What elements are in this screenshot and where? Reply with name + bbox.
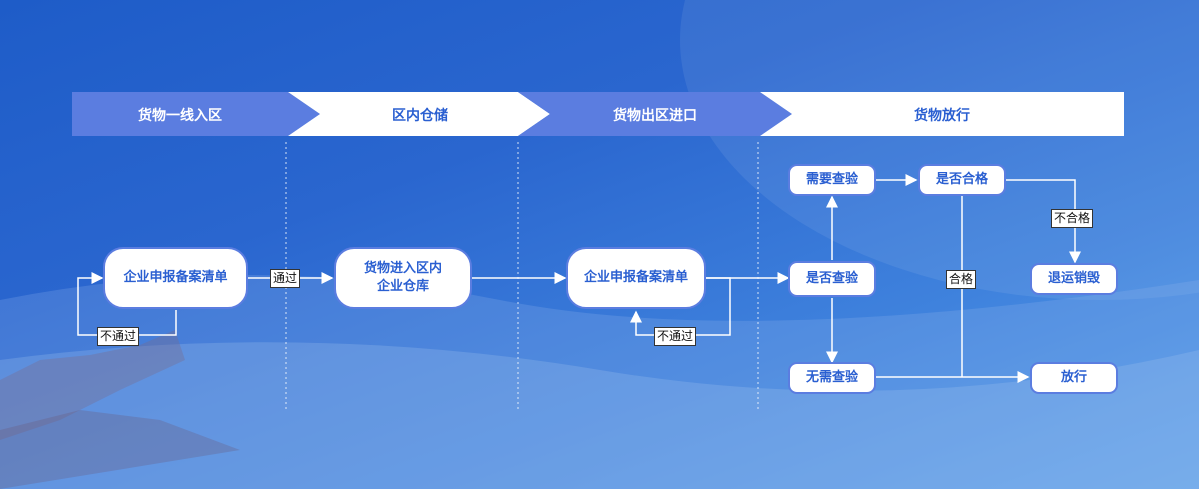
edge-label-pass: 通过: [270, 269, 301, 288]
node-warehouse: 货物进入区内 企业仓库: [334, 247, 472, 309]
edge-label-fail-2: 不通过: [654, 327, 697, 346]
edge-label-fail-1: 不通过: [97, 327, 140, 346]
stage-label-2: 区内仓储: [392, 108, 448, 124]
stage-label-4: 货物放行: [914, 108, 970, 124]
stage-3-chevron: [518, 92, 792, 136]
edge-label-qualified: 合格: [946, 270, 977, 289]
node-qualified-decision: 是否合格: [918, 164, 1006, 196]
node-declare-out: 企业申报备案清单: [566, 247, 706, 309]
node-need-inspect: 需要查验: [788, 164, 876, 196]
edge-label-unqualified: 不合格: [1051, 209, 1094, 228]
stage-2-chevron: [288, 92, 550, 136]
node-check-decision: 是否查验: [788, 261, 876, 297]
stage-4-chevron: [760, 92, 1124, 136]
node-no-inspect: 无需查验: [788, 362, 876, 394]
stage-1-chevron: [72, 92, 320, 136]
node-declare-in: 企业申报备案清单: [103, 247, 248, 309]
stage-label-3: 货物出区进口: [613, 108, 697, 124]
stage-label-1: 货物一线入区: [138, 108, 222, 124]
node-release: 放行: [1030, 362, 1118, 394]
node-return-destroy: 退运销毁: [1030, 263, 1118, 295]
